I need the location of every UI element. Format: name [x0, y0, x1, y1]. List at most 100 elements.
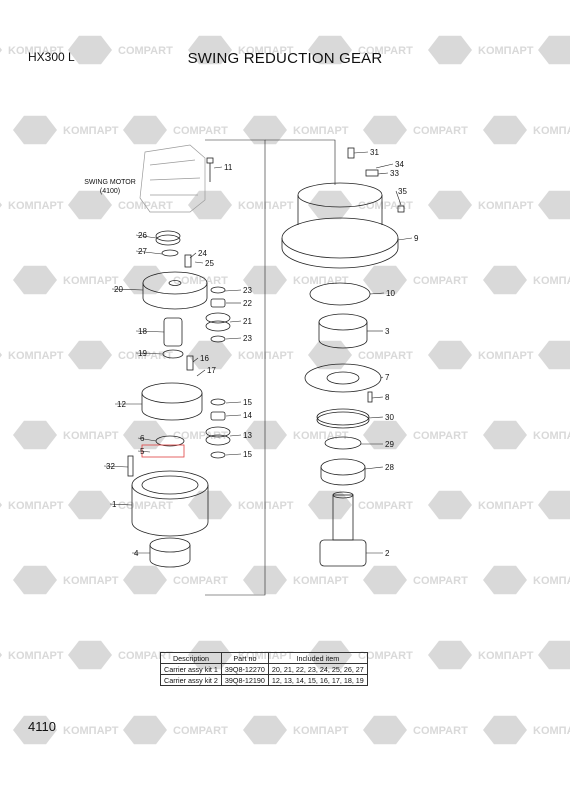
part-callout-24: 24	[198, 249, 207, 258]
watermark-hex-logo	[428, 35, 472, 65]
watermark-tile: KOMПАРТ	[13, 420, 119, 450]
leader-line	[377, 172, 389, 175]
watermark-brand: KOMПАРТ	[533, 275, 570, 287]
watermark-tile: KOMПАРТ	[0, 45, 64, 57]
leader-line	[137, 450, 151, 453]
watermark-brand: KOMПАРТ	[8, 500, 64, 512]
watermark-brand: COMPART	[118, 45, 173, 57]
part-callout-6: 6	[140, 434, 145, 443]
part-callout-5: 5	[140, 447, 145, 456]
leader-line	[103, 465, 129, 468]
watermark-tile: KOMПАРТ	[13, 565, 119, 595]
watermark-hex-logo	[188, 35, 232, 65]
watermark-hex-logo	[363, 115, 407, 145]
watermark-brand: KOMПАРТ	[293, 725, 349, 737]
part-callout-15: 15	[243, 398, 252, 407]
part-callout-26: 26	[138, 231, 147, 240]
watermark-hex-logo	[123, 265, 167, 295]
watermark-brand: KOMПАРТ	[8, 45, 64, 57]
kits-table: Description Part no Included item Carrie…	[160, 652, 368, 686]
watermark-tile: KOMПАРТ	[188, 190, 294, 220]
leader-line	[369, 292, 385, 295]
watermark-brand: COMPART	[413, 430, 468, 442]
part-callout-8: 8	[385, 393, 390, 402]
part-7-plate	[304, 363, 382, 393]
cell-included-item: 20, 21, 22, 23, 24, 25, 26, 27	[267, 663, 368, 675]
leader-line	[135, 250, 163, 255]
watermark-tile: KOMПАРТ	[483, 715, 570, 745]
leader-line	[196, 369, 206, 377]
watermark-hex-logo	[188, 190, 232, 220]
cell-description: Carrier assy kit 2	[160, 674, 222, 686]
watermark-brand: COMPART	[413, 125, 468, 137]
watermark-tile: KOMПАРТ	[428, 35, 534, 65]
watermark-brand: KOMПАРТ	[478, 650, 534, 662]
watermark-hex-logo	[13, 565, 57, 595]
watermark-brand: COMPART	[358, 500, 413, 512]
leader-line	[194, 261, 204, 264]
watermark-brand: KOMПАРТ	[8, 200, 64, 212]
part-callout-21: 21	[243, 317, 252, 326]
watermark-hex-logo	[308, 35, 352, 65]
watermark-brand: COMPART	[173, 575, 228, 587]
watermark-brand: KOMПАРТ	[533, 125, 570, 137]
watermark-tile: KOMПАРТ	[428, 490, 534, 520]
part-29-ring	[324, 436, 362, 450]
watermark-tile: COMPART	[538, 340, 570, 370]
leader-line	[225, 337, 242, 340]
model-code: HX300 L	[28, 50, 75, 64]
watermark-hex-logo	[363, 715, 407, 745]
watermark-brand: KOMПАРТ	[238, 500, 294, 512]
kits-table-header-row: Description Part no Included item	[160, 652, 368, 664]
watermark-brand: COMPART	[358, 650, 413, 662]
watermark-hex-logo	[538, 190, 570, 220]
part-10-o-ring	[309, 282, 371, 306]
watermark-hex-logo	[308, 190, 352, 220]
leader-line	[375, 163, 394, 169]
watermark-brand: COMPART	[173, 125, 228, 137]
part-callout-11: 11	[224, 163, 233, 172]
watermark-brand: KOMПАРТ	[478, 45, 534, 57]
part-callout-9: 9	[414, 234, 419, 243]
watermark-hex-logo	[538, 640, 570, 670]
part-callout-34: 34	[395, 160, 404, 169]
watermark-tile: COMPART	[68, 35, 173, 65]
watermark-hex-logo	[68, 640, 112, 670]
watermark-brand: KOMПАРТ	[63, 125, 119, 137]
part-callout-19: 19	[138, 349, 147, 358]
watermark-hex-logo	[188, 490, 232, 520]
part-32-bolt	[127, 455, 134, 477]
part-21-gear	[205, 312, 231, 332]
part-20-carrier	[142, 271, 208, 310]
watermark-tile: KOMПАРТ	[0, 350, 64, 362]
leader-line	[380, 376, 384, 379]
watermark-tile: COMPART	[363, 715, 468, 745]
watermark-brand: KOMПАРТ	[293, 125, 349, 137]
watermark-tile: KOMПАРТ	[483, 565, 570, 595]
part-35-plug	[397, 205, 405, 213]
watermark-hex-logo	[428, 490, 472, 520]
swing-motor-name: SWING MOTOR	[84, 179, 136, 186]
swing-motor-ref: (4100)	[99, 188, 121, 195]
leader-line	[353, 151, 369, 154]
part-11-bolt	[206, 157, 214, 182]
watermark-hex-logo	[363, 565, 407, 595]
watermark-tile: COMPART	[123, 715, 228, 745]
watermark-hex-logo	[483, 115, 527, 145]
part-callout-4: 4	[134, 549, 139, 558]
watermark-hex-logo	[68, 340, 112, 370]
watermark-brand: COMPART	[118, 650, 173, 662]
page-number: 4110	[28, 719, 56, 734]
watermark-tile: COMPART	[308, 35, 413, 65]
watermark-hex-logo	[538, 35, 570, 65]
part-12-carrier	[141, 382, 203, 421]
watermark-hex-logo	[428, 190, 472, 220]
watermark-tile: COMPART	[538, 190, 570, 220]
leader-line	[229, 434, 242, 437]
cell-included-item: 12, 13, 14, 15, 16, 17, 18, 19	[267, 674, 368, 686]
part-callout-35: 35	[398, 187, 407, 196]
leader-line	[109, 503, 133, 506]
watermark-brand: KOMПАРТ	[478, 350, 534, 362]
watermark-tile: COMPART	[363, 265, 468, 295]
part-9-housing	[281, 182, 399, 269]
